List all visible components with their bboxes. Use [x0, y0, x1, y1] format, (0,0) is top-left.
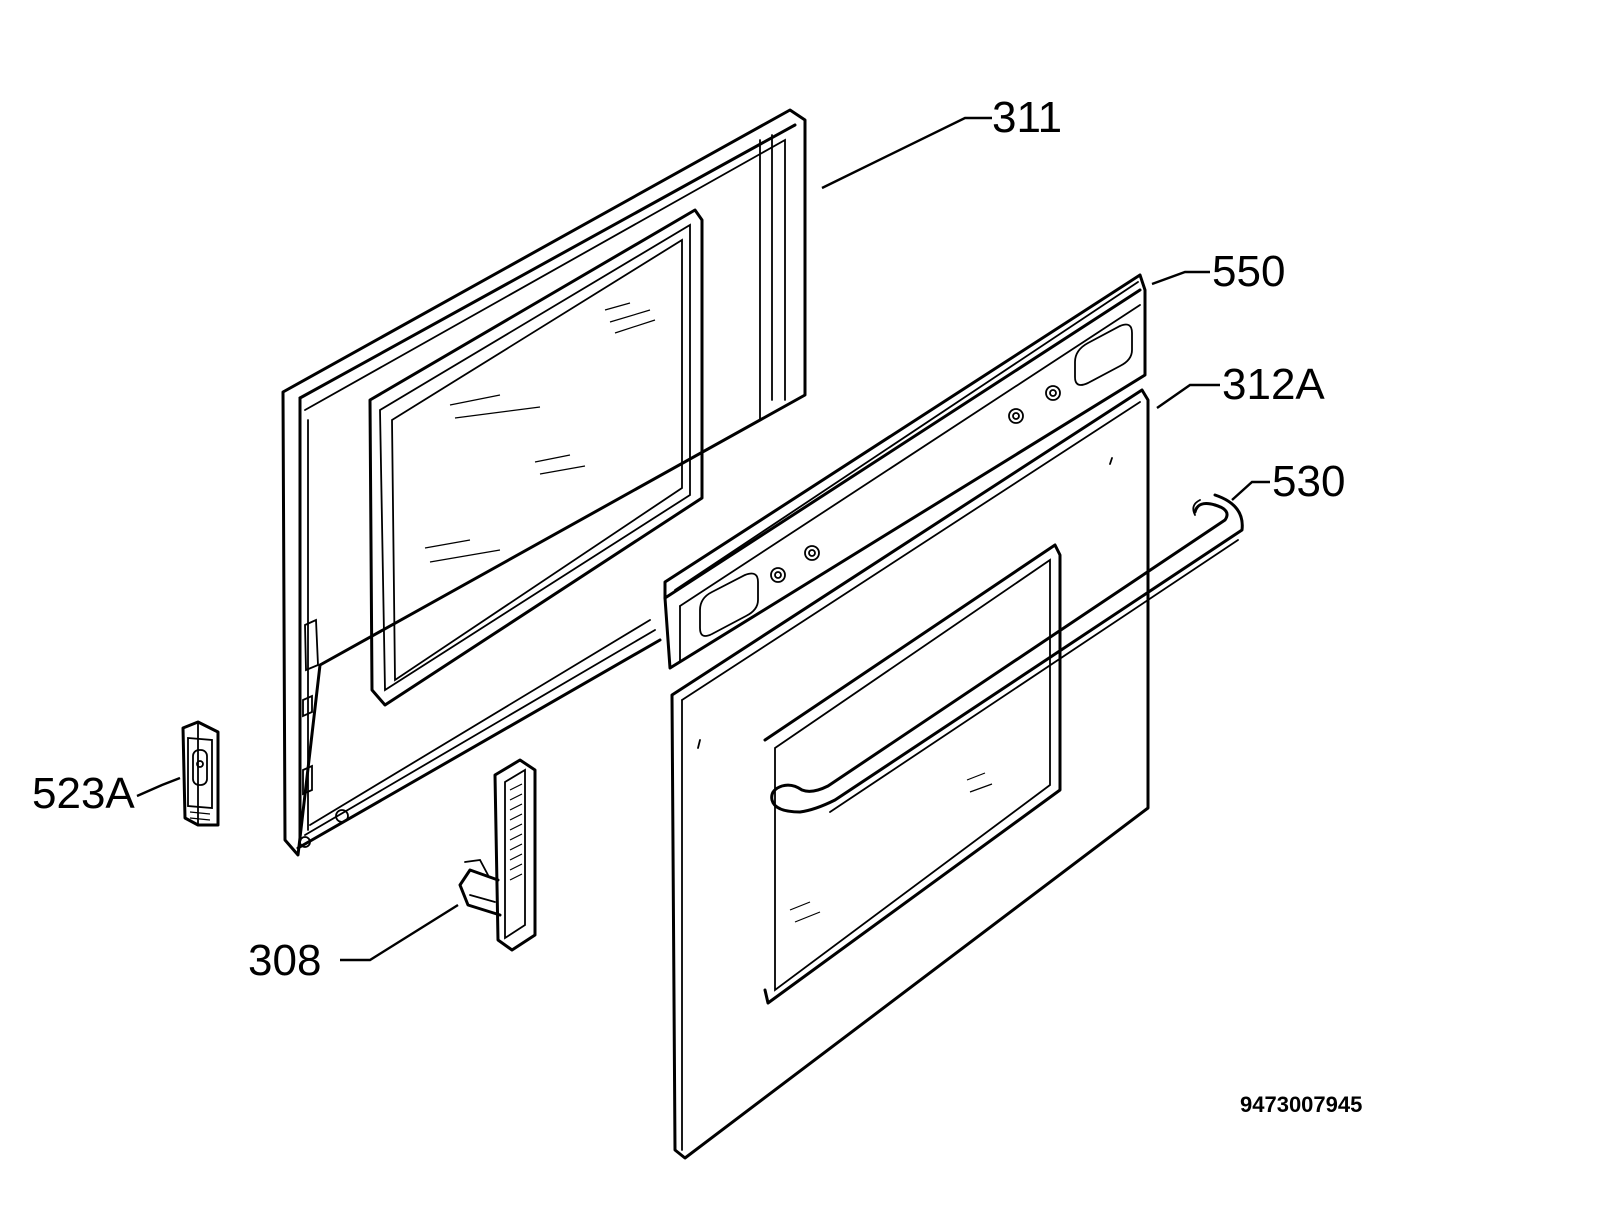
- callout-label-312a: 312A: [1222, 360, 1325, 409]
- callout-label-523a: 523A: [32, 769, 135, 818]
- callout-label-530: 530: [1272, 457, 1345, 506]
- callout-label-311: 311: [992, 93, 1062, 142]
- leader-308: [340, 903, 459, 962]
- outer-door-glass-312a: [670, 388, 1150, 1160]
- top-profile-strip-550: [663, 273, 1147, 670]
- leader-550: [1151, 270, 1210, 286]
- door-handle-530: [770, 493, 1244, 814]
- callout-leaders: [136, 116, 1270, 962]
- drawing-code: 9473007945: [1240, 1092, 1362, 1117]
- inner-door-frame-311: [281, 108, 807, 857]
- leader-530: [1231, 480, 1270, 501]
- callout-label-550: 550: [1212, 247, 1285, 296]
- hinge-308: [458, 758, 537, 952]
- leader-312a: [1156, 383, 1220, 409]
- leader-311: [821, 116, 992, 190]
- leader-523a: [136, 776, 181, 798]
- callout-label-308: 308: [248, 936, 321, 985]
- bracket-523a: [181, 720, 220, 827]
